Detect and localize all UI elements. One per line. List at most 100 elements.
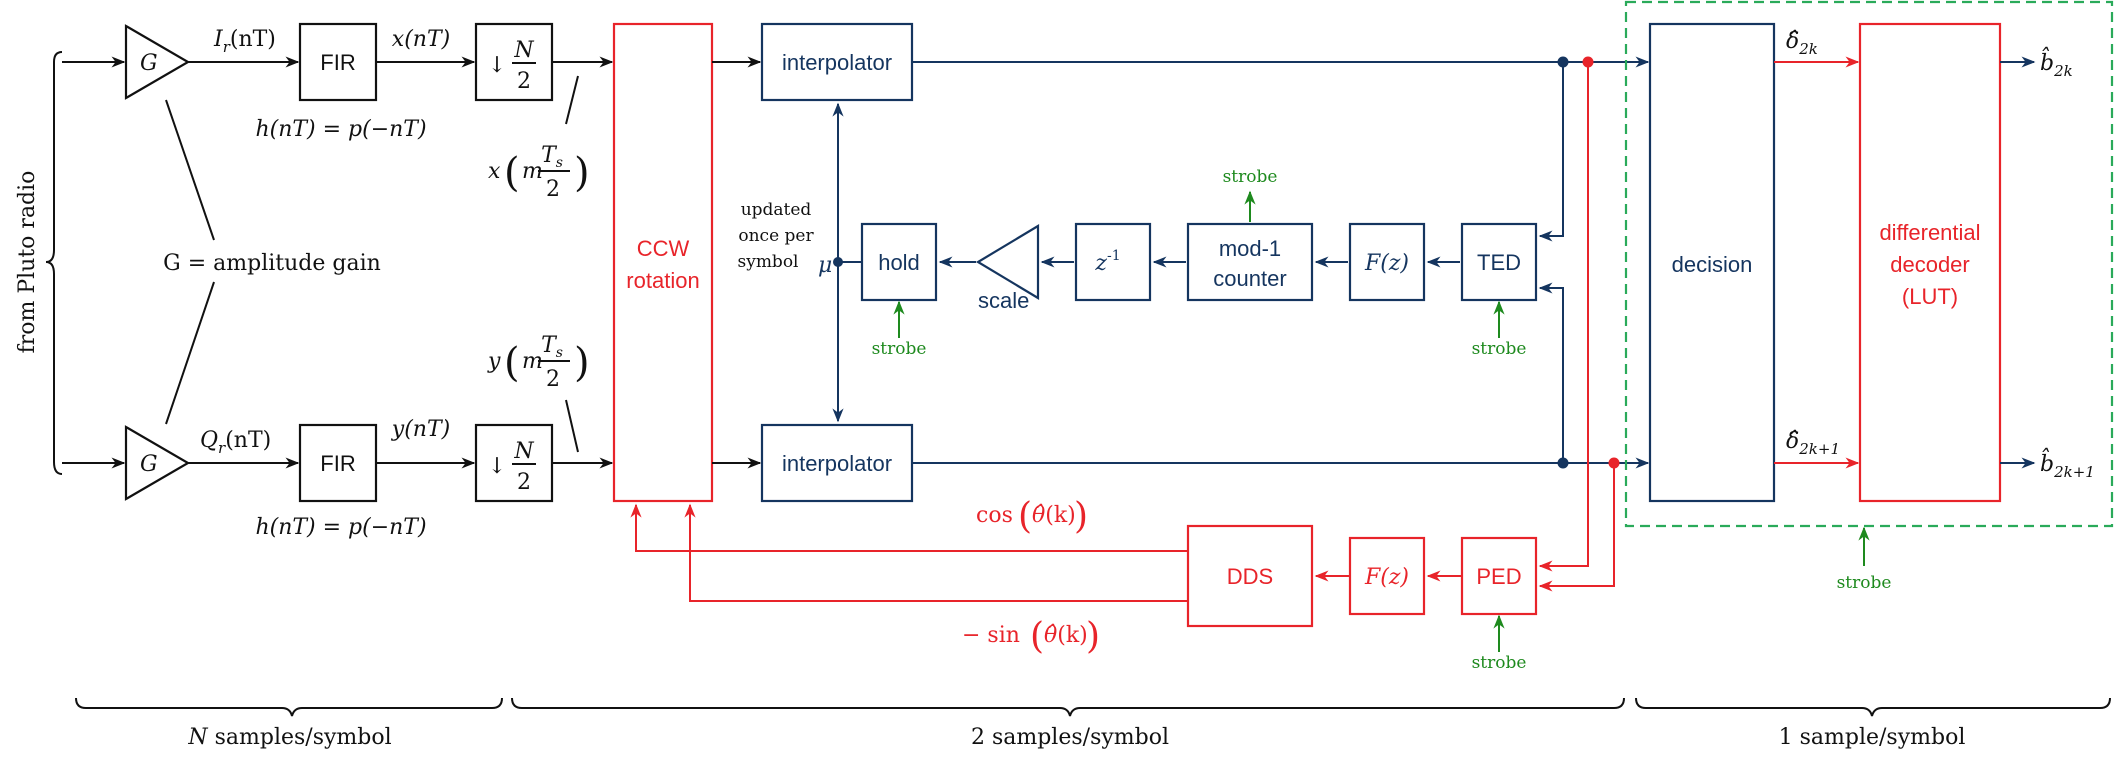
svg-text:): ) <box>574 150 590 196</box>
differential-decoder-block: differential decoder (LUT) <box>1858 22 2002 503</box>
rate-brace-2 <box>511 697 1625 717</box>
rate-brace-1 <box>1635 697 2111 717</box>
svg-text:G: G <box>140 51 158 76</box>
ped-block: PED <box>1460 536 1538 616</box>
svg-text:Ts: Ts <box>541 333 563 361</box>
svg-text:z-1: z-1 <box>1094 248 1120 276</box>
scale-label: scale <box>978 288 1029 313</box>
bottom-ted-tap-node <box>1557 457 1569 469</box>
svg-text:(: ( <box>1018 496 1032 537</box>
svg-text:differential: differential <box>1879 220 1980 245</box>
svg-text:FIR: FIR <box>320 451 355 476</box>
i-downsampler-block: ↓ N 2 <box>474 22 554 102</box>
q-sampled-signal-label: y ( m Ts 2 ) <box>487 333 590 392</box>
svg-text:x: x <box>488 159 501 184</box>
svg-text:FIR: FIR <box>320 50 355 75</box>
i-fir-output-label: x(nT) <box>392 27 450 52</box>
svg-text:F(z): F(z) <box>1364 251 1409 276</box>
cos-label: cos ( θ̂(k) ) <box>976 496 1088 537</box>
i-gain-amplifier: G <box>124 24 191 100</box>
svg-text:N: N <box>513 439 534 464</box>
svg-text:y: y <box>487 349 501 374</box>
svg-text:θ̂(k): θ̂(k) <box>1044 623 1088 648</box>
svg-text:): ) <box>1086 616 1100 657</box>
svg-text:): ) <box>1074 496 1088 537</box>
svg-text:decision: decision <box>1672 252 1753 277</box>
svg-text:2: 2 <box>546 367 560 392</box>
q-input-signal-label: Qr(nT) <box>200 428 271 457</box>
ccw-rotation-block: CCW rotation <box>612 22 714 503</box>
svg-text:2: 2 <box>517 470 531 495</box>
gain-note: G = amplitude gain <box>163 251 381 276</box>
bottom-interpolator-block: interpolator <box>760 423 914 503</box>
source-label: from Pluto radio <box>15 171 40 354</box>
rate-brace-n <box>75 697 503 717</box>
svg-text:interpolator: interpolator <box>782 50 892 75</box>
svg-text:↓: ↓ <box>488 53 506 78</box>
q-gain-amplifier: G <box>124 425 191 501</box>
b-bottom-label: b̂2k+1 <box>2040 448 2095 481</box>
top-ted-tap-node <box>1557 56 1569 68</box>
i-fir-block: FIR <box>298 22 378 102</box>
decoder-strobe-label: strobe <box>1837 573 1892 593</box>
rate-1-label: 1 sample/symbol <box>1779 725 1966 750</box>
svg-text:cos: cos <box>976 503 1013 528</box>
svg-text:once per: once per <box>738 226 814 246</box>
svg-text:(LUT): (LUT) <box>1902 284 1958 309</box>
hold-block: hold <box>860 222 938 302</box>
scale-amplifier <box>975 224 1040 300</box>
svg-text:interpolator: interpolator <box>782 451 892 476</box>
bottom-ped-tap-node <box>1608 457 1620 469</box>
delay-block: z-1 <box>1074 222 1152 302</box>
svg-text:− sin: − sin <box>962 623 1020 648</box>
i-fir-response: h(nT) = p(−nT) <box>255 117 426 142</box>
q-sampled-pointer <box>565 399 579 453</box>
svg-text:(: ( <box>504 150 520 196</box>
gain-note-line-top <box>165 99 215 241</box>
delta-top-label: δ̂2k <box>1786 29 1818 58</box>
q-fir-response: h(nT) = p(−nT) <box>255 515 426 540</box>
bottom-tap-to-ted <box>1538 282 1564 463</box>
rate-2-label: 2 samples/symbol <box>971 725 1169 750</box>
i-input-signal-label: Ir(nT) <box>213 27 276 56</box>
dds-sin-to-ccw <box>684 503 1188 602</box>
svg-text:(: ( <box>1030 616 1044 657</box>
svg-text:rotation: rotation <box>626 268 699 293</box>
rate-n-label: N samples/symbol <box>187 725 391 750</box>
top-interpolator-block: interpolator <box>760 22 914 102</box>
svg-text:θ̂(k): θ̂(k) <box>1032 503 1076 528</box>
top-tap-to-ped <box>1538 62 1589 572</box>
svg-text:Ts: Ts <box>541 143 563 171</box>
phase-loop-filter-block: F(z) <box>1348 536 1426 616</box>
top-ped-tap-node <box>1582 56 1594 68</box>
ted-strobe-label: strobe <box>1472 339 1527 359</box>
svg-text:(: ( <box>504 340 520 386</box>
svg-text:counter: counter <box>1213 266 1286 291</box>
svg-text:hold: hold <box>878 250 920 275</box>
svg-text:N: N <box>513 38 534 63</box>
q-fir-block: FIR <box>298 423 378 503</box>
i-sampled-signal-label: x ( m Ts 2 ) <box>488 143 590 202</box>
svg-text:mod-1: mod-1 <box>1219 236 1281 261</box>
sin-label: − sin ( θ̂(k) ) <box>962 616 1100 657</box>
mu-symbol: μ <box>818 253 832 278</box>
bottom-tap-to-ped <box>1538 463 1615 592</box>
dds-cos-to-ccw <box>630 503 1188 552</box>
b-top-label: b̂2k <box>2040 47 2073 80</box>
mu-node <box>833 257 843 267</box>
svg-text:DDS: DDS <box>1227 564 1273 589</box>
top-tap-to-ted <box>1538 62 1564 242</box>
svg-text:m: m <box>522 159 543 184</box>
svg-text:2: 2 <box>517 69 531 94</box>
svg-text:TED: TED <box>1477 250 1521 275</box>
hold-strobe-label: strobe <box>872 339 927 359</box>
dds-block: DDS <box>1186 524 1314 628</box>
i-sampled-pointer <box>565 75 579 125</box>
q-downsampler-block: ↓ N 2 <box>474 423 554 503</box>
source-brace <box>45 51 63 475</box>
svg-text:G: G <box>140 452 158 477</box>
decision-block: decision <box>1648 22 1776 503</box>
svg-text:PED: PED <box>1476 564 1521 589</box>
q-fir-output-label: y(nT) <box>391 417 450 442</box>
